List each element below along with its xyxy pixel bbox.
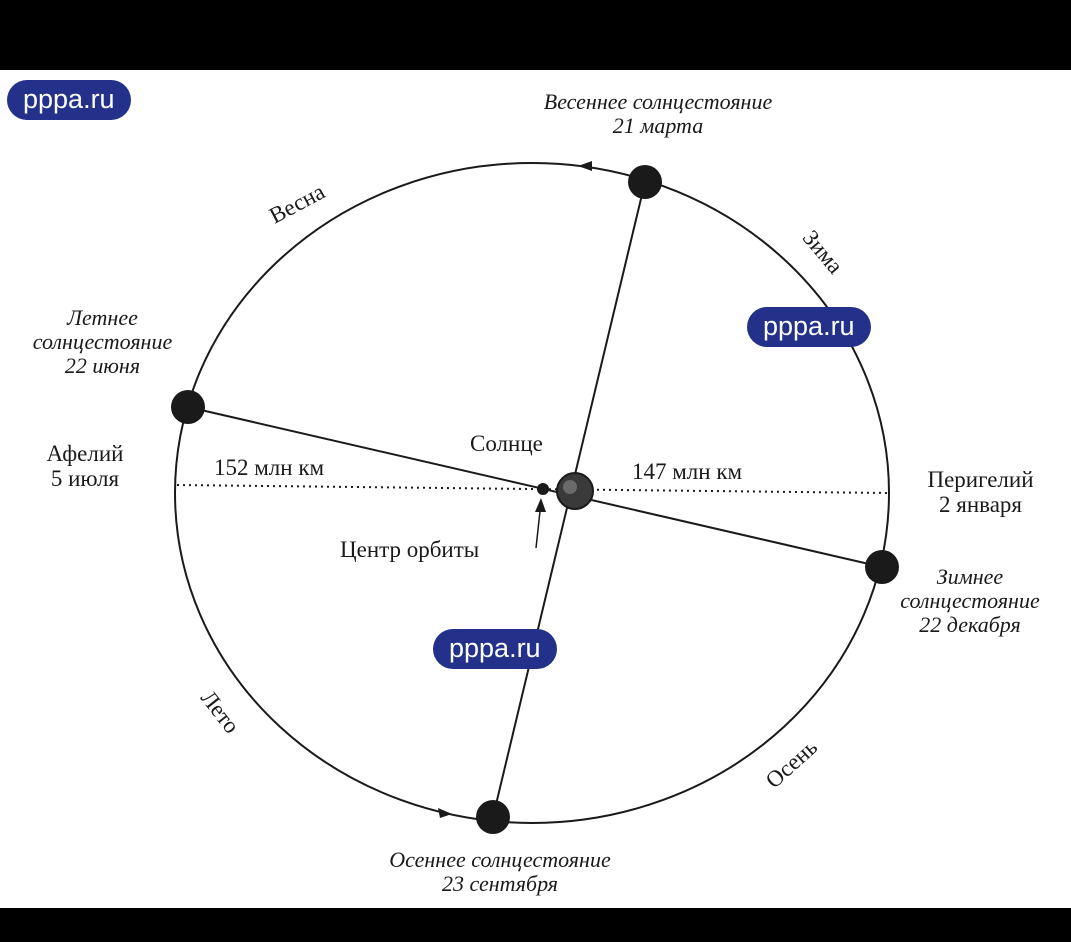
summer-solstice-subtitle: солнцестояние — [32, 328, 173, 354]
watermark-badge: pppa.ru — [7, 80, 131, 121]
spring-equinox-title: Весеннее солнцестояние — [543, 89, 773, 114]
sun-texture — [563, 480, 577, 494]
orbit-arrow-bottom — [438, 808, 452, 818]
watermark-badge: pppa.ru — [433, 629, 557, 670]
diagram-canvas: pppa.ru pppa.ru pppa.ru Весеннее солнцес… — [0, 70, 1071, 908]
autumn-equinox-date: 23 сентября — [441, 870, 559, 896]
watermark-badge: pppa.ru — [747, 307, 871, 348]
winter-solstice-label: Зимнее солнцестояние 22 декабря — [870, 565, 1070, 636]
perihelion-date: 2 января — [939, 491, 1022, 517]
autumn-equinox-title: Осеннее солнцестояние — [389, 847, 611, 872]
axis-solstice — [187, 406, 883, 568]
orbit-center-pointer-head — [535, 498, 546, 512]
earth-summer — [171, 390, 205, 424]
earth-winter — [865, 550, 899, 584]
winter-solstice-date: 22 декабря — [919, 611, 1021, 637]
earth-autumn — [476, 800, 510, 834]
orbit-arrow-top — [578, 161, 592, 171]
summer-solstice-label: Летнее солнцестояние 22 июня — [0, 306, 205, 377]
apsides-line — [176, 484, 888, 494]
aphelion-distance: 152 млн км — [214, 455, 325, 480]
earth-spring — [628, 165, 662, 199]
summer-solstice-date: 22 июня — [64, 352, 141, 378]
aphelion-date: 5 июля — [50, 465, 120, 491]
perihelion-label: Перигелий 2 января — [898, 467, 1063, 518]
orbit-center-dot — [537, 483, 549, 495]
aphelion-label: Афелий 5 июля — [30, 441, 140, 492]
orbit-center-label: Центр орбиты — [340, 537, 480, 562]
winter-solstice-title: Зимнее — [936, 564, 1004, 589]
aphelion-title: Афелий — [46, 441, 124, 466]
sun-label: Солнце — [470, 431, 543, 456]
spring-equinox-label: Весеннее солнцестояние 21 марта — [488, 90, 828, 138]
spring-equinox-date: 21 марта — [612, 112, 704, 138]
earth-orbit — [174, 162, 890, 824]
summer-solstice-title: Летнее — [67, 305, 138, 330]
perihelion-title: Перигелий — [927, 467, 1034, 492]
winter-solstice-subtitle: солнцестояние — [900, 587, 1040, 613]
perihelion-distance: 147 млн км — [632, 459, 743, 484]
orbit-diagram — [171, 161, 899, 834]
autumn-equinox-label: Осеннее солнцестояние 23 сентября — [330, 848, 670, 896]
